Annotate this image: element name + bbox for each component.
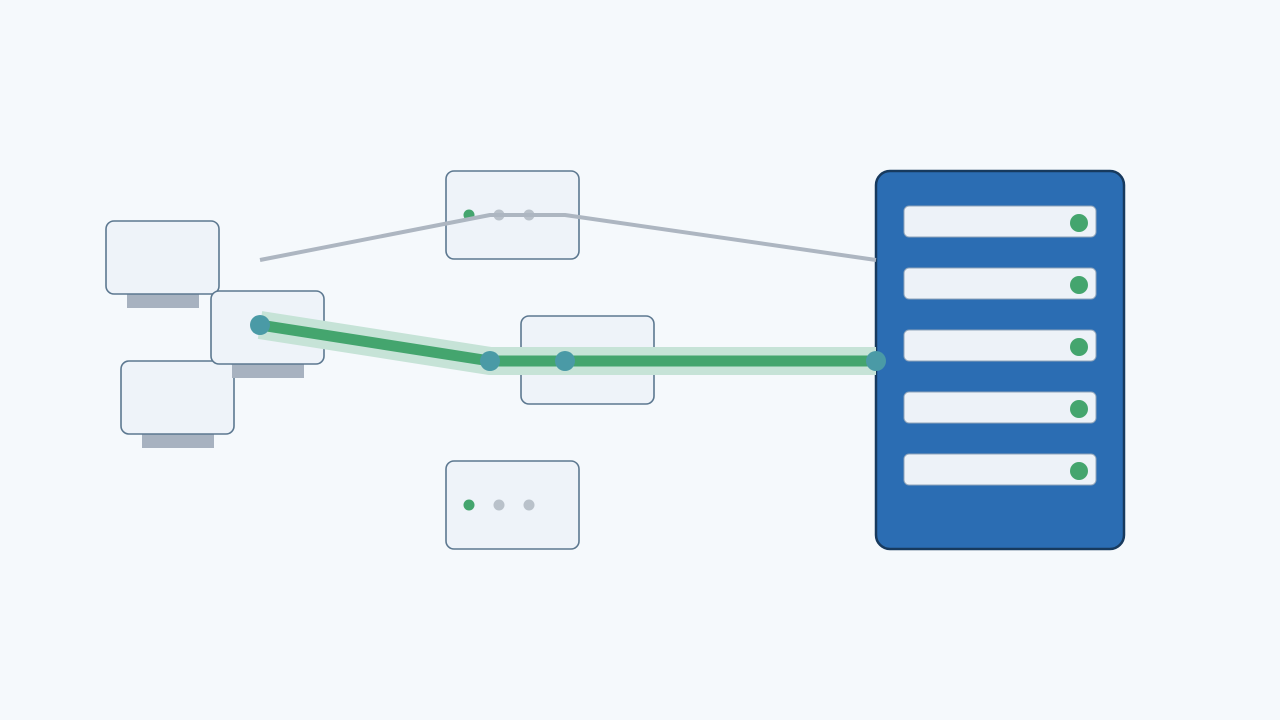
slot-status-led [1070, 276, 1088, 294]
link-junction-dot [555, 351, 575, 371]
switch-icon [445, 460, 580, 550]
server-slot-bar [903, 205, 1097, 238]
monitor-icon [120, 360, 235, 435]
switch-3[interactable] [445, 460, 580, 550]
server-slot-1[interactable] [903, 205, 1097, 238]
link-idle [259, 213, 877, 262]
client-monitor-1[interactable] [105, 220, 220, 308]
slot-status-led [1070, 400, 1088, 418]
server-slot-bar [903, 329, 1097, 362]
slot-status-led [1070, 462, 1088, 480]
link-endpoint-dot [866, 351, 886, 371]
client-monitor-3[interactable] [120, 360, 235, 448]
link-endpoint-dot [250, 315, 270, 335]
status-led-off [523, 499, 535, 511]
monitor-stand [142, 434, 214, 448]
server-slot-bar [903, 453, 1097, 486]
server-slot-5[interactable] [903, 453, 1097, 486]
server-rack[interactable] [874, 169, 1126, 551]
monitor-stand [127, 294, 199, 308]
monitor-icon [105, 220, 220, 295]
status-led-off [493, 499, 505, 511]
server-slot-bar [903, 267, 1097, 300]
server-slot-3[interactable] [903, 329, 1097, 362]
server-slot-4[interactable] [903, 391, 1097, 424]
status-led-on [463, 499, 475, 511]
monitor-stand [232, 364, 304, 378]
server-slot-bar [903, 391, 1097, 424]
link-junction-dot [480, 351, 500, 371]
server-slot-2[interactable] [903, 267, 1097, 300]
slot-status-led [1070, 338, 1088, 356]
slot-status-led [1070, 214, 1088, 232]
